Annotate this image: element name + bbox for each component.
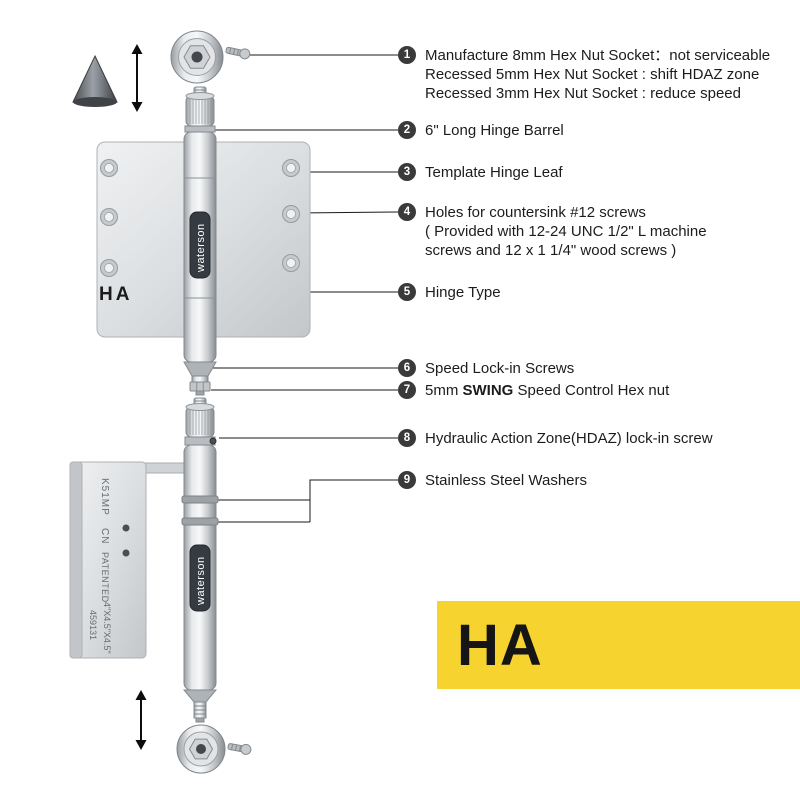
callout-number: 7 (398, 381, 416, 399)
speed-control-hex-nut (189, 381, 211, 392)
stamp-size: 4"X4.5"X4.5" (102, 602, 112, 654)
callout-3: 3 Template Hinge Leaf (398, 163, 563, 182)
callout-line: Manufacture 8mm Hex Nut Socket：not servi… (425, 47, 771, 64)
callout-number: 9 (398, 471, 416, 489)
callout-number: 6 (398, 359, 416, 377)
cone-tip (72, 54, 118, 107)
callout-number: 4 (398, 203, 416, 221)
callout-line: Recessed 3mm Hex Nut Socket : reduce spe… (425, 85, 741, 102)
hex-nut-cap-bottom (176, 724, 226, 774)
callout-number: 2 (398, 121, 416, 139)
callout-line: Holes for countersink #12 screws (425, 204, 646, 221)
bottom-hinge: K51MP CN PATENTED 459131 4"X4.5"X4.5" (69, 397, 219, 723)
top-hinge: HA waterson (96, 86, 311, 396)
callout-6: 6 Speed Lock-in Screws (398, 359, 574, 378)
callout-number: 8 (398, 429, 416, 447)
callout-line: ( Provided with 12-24 UNC 1/2" L machine (425, 223, 707, 240)
brand-plate (189, 544, 211, 612)
hinge-type-badge: HA (437, 601, 800, 689)
callout-line: 5mm SWING Speed Control Hex nut (425, 382, 670, 399)
double-arrow-bottom-icon (135, 690, 147, 750)
hinge-type-stamp: HA (99, 284, 132, 305)
callout-line: Recessed 5mm Hex Nut Socket : shift HDAZ… (425, 66, 760, 83)
hdaz-lockin-screw (209, 437, 217, 445)
brand-label: waterson (195, 223, 207, 273)
callout-7: 7 5mm SWING Speed Control Hex nut (398, 381, 669, 400)
callout-5: 5 Hinge Type (398, 283, 501, 302)
screw-holes (100, 159, 300, 277)
leaf-hole (122, 549, 130, 557)
brand-label: waterson (195, 556, 207, 606)
double-arrow-top-icon (131, 44, 143, 112)
bottom-hinge-barrel: waterson (181, 397, 219, 723)
callout-1: 1 Manufacture 8mm Hex Nut Socket：not ser… (398, 46, 770, 103)
callout-number: 1 (398, 46, 416, 64)
callout-line: Speed Lock-in Screws (425, 360, 575, 377)
callout-line: Stainless Steel Washers (425, 472, 588, 489)
callout-number: 3 (398, 163, 416, 181)
leaf-hole (122, 524, 130, 532)
stamp-patented: PATENTED (100, 552, 110, 603)
callout-line: Template Hinge Leaf (425, 164, 563, 181)
callout-line: Hydraulic Action Zone(HDAZ) lock-in scre… (425, 430, 713, 447)
stainless-washer (181, 517, 219, 526)
hex-nut-cap-top (170, 30, 224, 84)
small-screw-top-icon (225, 46, 251, 60)
stainless-washer (181, 495, 219, 504)
callout-number: 5 (398, 283, 416, 301)
callout-4: 4 Holes for countersink #12 screws ( Pro… (398, 203, 707, 260)
hinge-type-badge-label: HA (457, 612, 543, 678)
callout-2: 2 6" Long Hinge Barrel (398, 121, 564, 140)
stamp-model: K51MP (99, 478, 110, 516)
callout-line: screws and 12 x 1 1/4" wood screws ) (425, 242, 677, 259)
speed-lockin-screw (191, 375, 209, 383)
top-hinge-barrel: waterson (183, 86, 217, 396)
callout-line: 6" Long Hinge Barrel (425, 122, 564, 139)
bottom-hinge-leaf: K51MP CN PATENTED 459131 4"X4.5"X4.5" (69, 461, 185, 659)
small-screw-bottom-icon (227, 743, 252, 755)
callout-9: 9 Stainless Steel Washers (398, 471, 587, 490)
callout-8: 8 Hydraulic Action Zone(HDAZ) lock-in sc… (398, 429, 713, 448)
stamp-origin: CN (99, 528, 110, 544)
brand-plate (189, 211, 211, 279)
callout-line: Hinge Type (425, 284, 501, 301)
stamp-serial: 459131 (88, 610, 98, 640)
